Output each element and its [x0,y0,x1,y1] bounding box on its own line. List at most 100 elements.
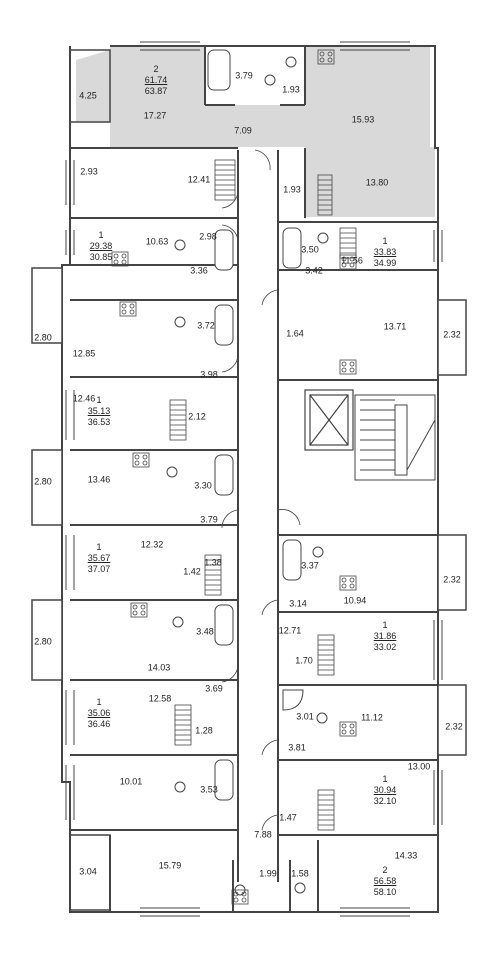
apartment-rooms: 1 [98,230,104,240]
room-area: 1.38 [204,557,222,568]
room-area: 1.42 [183,566,201,577]
apartment-rooms: 2 [153,64,159,74]
room-area: 1.93 [282,84,300,95]
apartment-living-area: 33.83 [373,247,397,257]
apartment-label-3: 1 33.83 34.99 [374,236,397,269]
apartment-label-5: 1 35.67 37.07 [88,542,111,575]
apartment-rooms: 1 [382,620,388,630]
room-area: 3.14 [289,598,307,609]
apartment-label-2: 1 29.38 30.85 [90,230,113,263]
apartment-rooms: 1 [96,697,102,707]
walls [61,45,439,913]
room-area: 10.63 [145,236,169,247]
room-area: 4.25 [79,90,97,101]
apartment-total-area: 34.99 [373,258,397,268]
room-area: 2.12 [188,411,206,422]
room-area: 10.01 [119,776,143,787]
room-area: 3.42 [305,265,323,276]
room-area: 12.85 [72,348,96,359]
room-area: 2.80 [34,476,52,487]
apartment-total-area: 30.85 [89,252,113,262]
room-area: 1.47 [279,812,297,823]
apartment-living-area: 56.58 [373,876,397,886]
room-area: 2.32 [443,329,461,340]
room-area: 7.88 [254,829,272,840]
apartment-total-area: 37.07 [87,564,111,574]
apartment-rooms: 1 [96,395,102,405]
room-area: 17.27 [143,110,167,121]
stairwell [354,394,436,481]
room-area: 3.37 [301,560,319,571]
apartment-rooms: 1 [382,774,388,784]
kitchen-stoves [111,49,357,905]
apartment-total-area: 36.53 [87,417,111,427]
room-area: 14.33 [394,850,418,861]
apartment-living-area: 31.86 [373,631,397,641]
room-area: 2.80 [34,332,52,343]
room-area: 3.50 [301,244,319,255]
apartment-living-area: 61.74 [144,75,168,85]
room-area: 3.53 [200,784,218,795]
room-area: 10.94 [343,595,367,606]
apartment-label-4: 1 35.13 36.53 [88,395,111,428]
room-area: 3.48 [196,626,214,637]
room-area: 3.79 [200,514,218,525]
room-area: 7.09 [234,125,252,136]
elevator-shaft [304,389,354,451]
room-area: 2.93 [80,166,98,177]
room-area: 13.80 [365,177,389,188]
apartment-label-1: 2 61.74 63.87 [145,64,168,97]
room-area: 15.79 [158,860,182,871]
room-area: 3.04 [79,866,97,877]
apartment-rooms: 2 [382,865,388,875]
room-area: 3.98 [200,369,218,380]
room-area: 3.36 [190,265,208,276]
apartment-living-area: 35.06 [87,708,111,718]
apartment-label-6: 1 31.86 33.02 [374,620,397,653]
apartment-living-area: 35.13 [87,406,111,416]
room-area: 13.71 [383,321,407,332]
highlighted-apartment [76,47,435,217]
room-area: 15.93 [351,114,375,125]
room-area: 3.01 [296,711,314,722]
apartment-total-area: 33.02 [373,642,397,652]
windows [65,41,443,917]
room-area: 11.12 [361,712,383,723]
room-area: 2.32 [443,574,461,585]
room-area: 1.70 [295,655,313,666]
apartment-label-7: 1 35.06 36.46 [88,697,111,730]
room-area: 1.28 [195,725,213,736]
door-swings [221,149,301,831]
apartment-living-area: 35.67 [87,553,111,563]
apartment-label-8: 1 30.94 32.10 [374,774,397,807]
room-area: 13.46 [87,474,111,485]
room-area: 12.41 [187,174,211,185]
room-area: 11.56 [341,255,363,266]
wardrobes [169,159,357,831]
room-area: 3.72 [197,320,215,331]
room-area: 12.71 [278,625,302,636]
apartment-rooms: 1 [382,236,388,246]
room-area: 1.99 [259,868,277,879]
apartment-total-area: 63.87 [144,86,168,96]
room-area: 2.32 [445,721,463,732]
balconies [31,49,467,911]
apartment-total-area: 36.46 [87,719,111,729]
room-area: 3.79 [235,70,253,81]
apartment-living-area: 29.38 [89,241,113,251]
room-area: 1.93 [283,184,301,195]
room-area: 1.64 [286,328,304,339]
apartment-living-area: 30.94 [373,785,397,795]
apartment-label-9: 2 56.58 58.10 [374,865,397,898]
room-area: 2.80 [34,636,52,647]
room-area: 13.00 [407,761,431,772]
room-area: 1.58 [291,868,309,879]
room-area: 12.32 [140,539,164,550]
room-area: 3.81 [288,742,306,753]
apartment-total-area: 58.10 [373,887,397,897]
room-area: 3.69 [205,683,223,694]
room-area: 14.03 [147,662,171,673]
apartment-total-area: 32.10 [373,796,397,806]
room-area: 2.98 [199,231,217,242]
